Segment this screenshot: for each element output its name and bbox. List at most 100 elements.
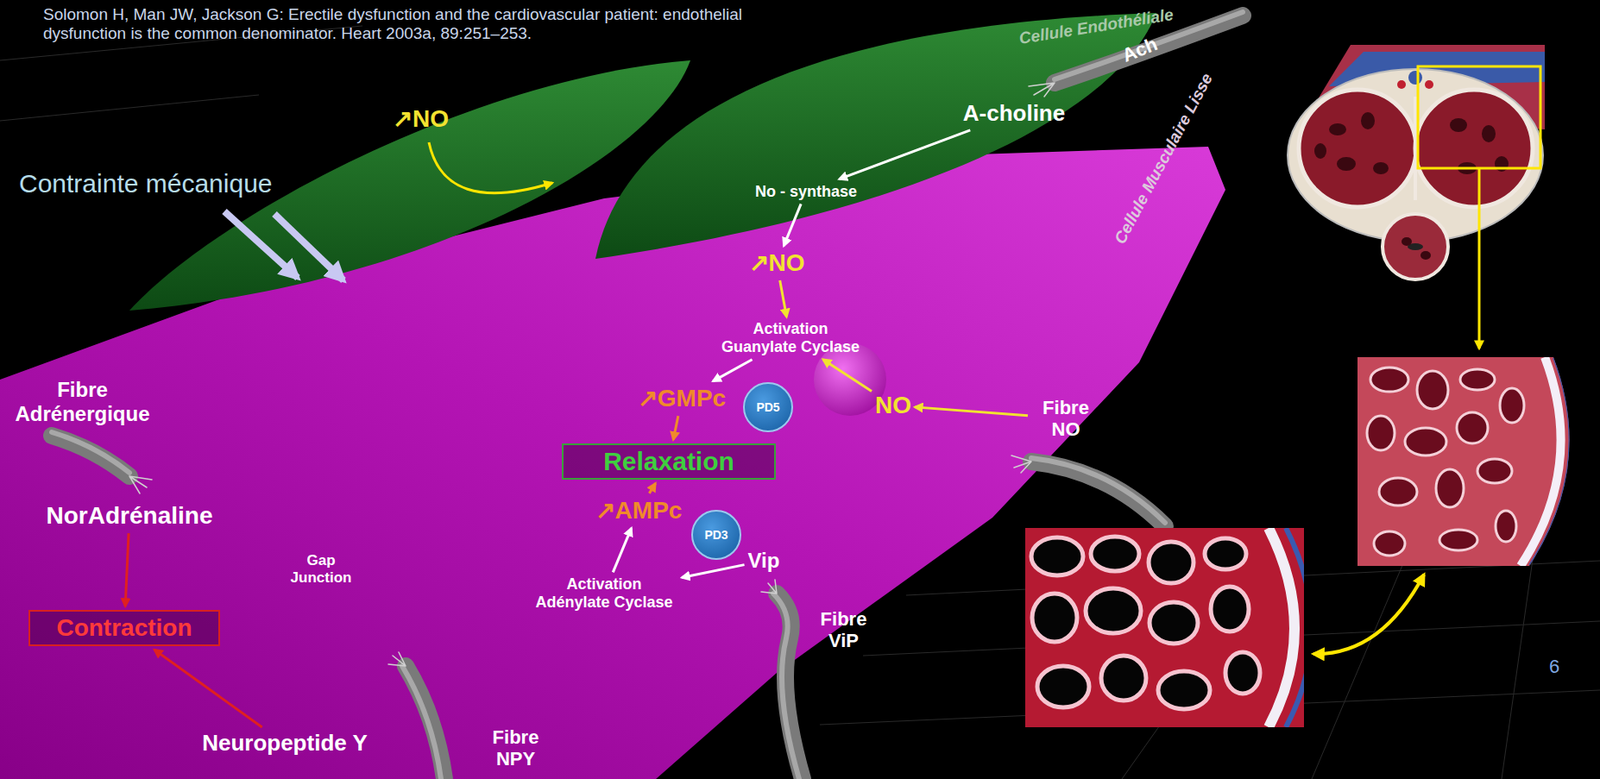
sinusoid	[1225, 652, 1260, 694]
node-text: Vip	[748, 548, 781, 574]
nerve-fibres	[51, 12, 1243, 779]
sinusoid	[1417, 371, 1449, 410]
zoom-frame	[1417, 66, 1541, 169]
transmitter-label: Vip	[748, 548, 781, 574]
comparison-arrow	[1313, 574, 1424, 655]
nerve-fibre	[1031, 461, 1166, 527]
molecule-label: ↗NO	[392, 105, 449, 133]
cavern	[1329, 123, 1347, 136]
effect-box: Contraction	[28, 610, 220, 647]
node-text: Activation Adénylate Cyclase	[529, 575, 679, 612]
node-text: NO	[875, 391, 912, 420]
sinusoid	[1158, 671, 1210, 710]
sinusoid	[1499, 388, 1525, 423]
tissue-ground	[1025, 528, 1304, 728]
node-text: Activation Guanylate Cyclase	[716, 320, 865, 356]
pathway-arrow	[823, 359, 872, 392]
penis-cross-section	[1287, 44, 1545, 280]
messenger-label: ↗GMPc	[637, 384, 726, 413]
enzyme-label: Activation Guanylate Cyclase	[716, 320, 865, 356]
sinusoid	[1032, 593, 1078, 643]
nerve-terminal	[1028, 82, 1055, 97]
transmitter-label: Neuropeptide Y	[201, 730, 368, 757]
sinusoid	[1436, 469, 1464, 508]
fibre-highlight	[773, 593, 800, 779]
sinusoid	[1456, 412, 1488, 444]
zoom-arrow	[1478, 168, 1481, 349]
fibre-label: Fibre NO	[1031, 396, 1101, 441]
sinusoid	[1037, 666, 1090, 708]
pathway-arrow	[783, 203, 801, 246]
cavern	[1373, 162, 1389, 175]
messenger-label: ↗AMPc	[595, 497, 683, 525]
node-text: PD5	[755, 400, 780, 415]
no-diffusion-arrow	[428, 142, 553, 194]
sinusoid	[1148, 541, 1194, 584]
node-text: ↗NO	[749, 249, 806, 278]
septum	[1413, 96, 1418, 201]
sinusoids	[1366, 367, 1525, 556]
fibre-label: Ach	[1119, 32, 1161, 67]
node-text: ↗AMPc	[595, 497, 683, 525]
sinusoid	[1379, 478, 1418, 506]
sinusoid	[1090, 536, 1140, 572]
sinusoid	[1366, 415, 1395, 451]
pathway-arrow	[673, 415, 679, 441]
nerve-terminal	[761, 579, 777, 594]
pathway-arrow	[125, 533, 129, 607]
molecule-label: NO	[875, 391, 912, 420]
cavern	[1360, 112, 1375, 130]
corpus-spongiosum	[1382, 214, 1449, 280]
sinusoid	[1370, 367, 1409, 392]
grid-line	[0, 94, 259, 121]
nerve-terminal	[1011, 455, 1032, 473]
node-text: Contraction	[56, 614, 192, 643]
sinusoid	[1149, 602, 1198, 644]
cavern	[1336, 157, 1356, 171]
node-text: ↗GMPc	[637, 384, 726, 413]
cavern	[1449, 118, 1468, 133]
dorsal-vein	[1408, 70, 1423, 85]
pathway-arrow	[712, 359, 752, 382]
sinusoid	[1373, 531, 1405, 556]
effect-box: Relaxation	[561, 443, 776, 481]
junction-label: Gap Junction	[286, 552, 356, 586]
sinusoid	[1210, 586, 1249, 632]
sinusoid	[1439, 529, 1478, 551]
dilated-sinusoids	[1031, 536, 1260, 710]
endothelial-cell	[595, 12, 1157, 259]
nerve-terminal	[388, 652, 406, 667]
cell-label: Cellule Musculaire Lisse	[1110, 69, 1217, 247]
enzyme-circle: PD3	[691, 510, 742, 561]
node-text: Neuropeptide Y	[201, 730, 368, 757]
grid-line	[1501, 535, 1537, 779]
node-text: No - synthase	[755, 182, 857, 202]
node-text: Relaxation	[603, 447, 735, 478]
node-text: Fibre NO	[1031, 396, 1101, 441]
dorsal-artery	[1424, 80, 1434, 89]
sinusoid	[1085, 588, 1141, 634]
stress-arrow	[274, 214, 344, 281]
cavern	[1314, 143, 1327, 159]
fibre-highlight	[1031, 458, 1166, 523]
corpus-cavernosum	[1298, 89, 1417, 208]
nerve-terminal	[129, 476, 152, 494]
node-text: NorAdrénaline	[46, 502, 214, 530]
fibre-label: Fibre NPY	[483, 726, 549, 771]
citation: Solomon H, Man JW, Jackson G: Erectile d…	[43, 5, 760, 44]
pathway-arrow	[648, 483, 656, 494]
emissary-vein	[1285, 528, 1304, 728]
fibre-label: Fibre ViP	[811, 608, 876, 653]
pathway-arrow	[154, 649, 263, 728]
page-number: 6	[1549, 655, 1560, 678]
nerve-fibre	[51, 435, 130, 477]
stimulus-label: Contrainte mécanique	[18, 169, 273, 200]
sinusoid	[1460, 369, 1495, 391]
sinusoid	[1204, 538, 1247, 570]
pathway-arrow	[914, 407, 1028, 416]
pathway-arrow	[838, 130, 971, 180]
cavern	[1401, 237, 1412, 246]
pathway-arrow	[681, 565, 745, 579]
pathway-arrow	[780, 280, 788, 317]
